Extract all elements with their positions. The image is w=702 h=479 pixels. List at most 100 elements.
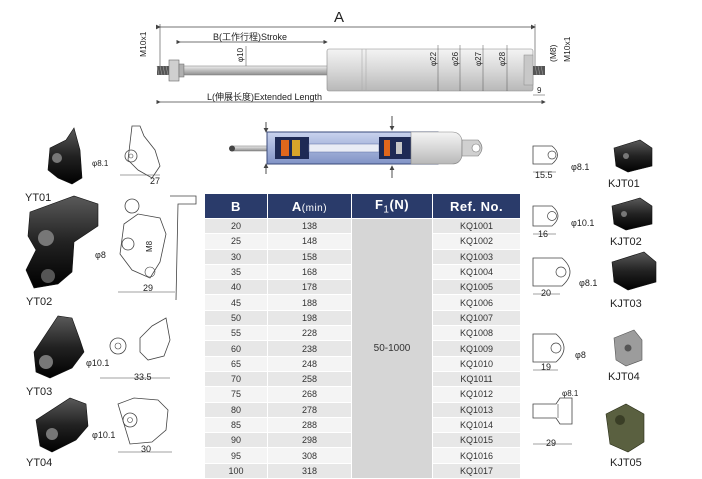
- dimension-l-extended-label: L(伸展长度)Extended Length: [207, 91, 322, 102]
- part-kjt03: 20 φ8.1 KJT03: [532, 251, 657, 310]
- cell-ref: KQ1010: [432, 355, 521, 372]
- part-yt04: YT04 φ10.1 30: [26, 397, 172, 469]
- yt02-photo: [25, 195, 99, 289]
- cell-ref: KQ1013: [432, 401, 521, 418]
- cell-force-range: 50-1000: [351, 217, 433, 479]
- kjt03-dim2: 20: [541, 288, 551, 298]
- cell-a: 298: [267, 432, 352, 449]
- yt01-dim1: φ8.1: [92, 159, 109, 168]
- cell-ref: KQ1017: [432, 462, 521, 479]
- part-yt02: YT02 M8 φ8 29: [25, 195, 197, 308]
- cell-ref: KQ1015: [432, 432, 521, 449]
- cell-a: 258: [267, 370, 352, 388]
- cell-a: 268: [267, 386, 352, 403]
- cell-ref: KQ1008: [432, 325, 521, 342]
- part-kjt01: 15.5 φ8.1 KJT01: [532, 139, 653, 190]
- cell-a: 158: [267, 248, 352, 265]
- dia-27-label: φ27: [474, 51, 483, 66]
- cell-b: 50: [204, 309, 268, 327]
- cell-a: 148: [267, 233, 352, 250]
- piston-rod: [183, 65, 330, 76]
- yt01-dim2: 27: [150, 176, 160, 186]
- thread-right-label: M10x1: [562, 36, 572, 62]
- cell-ref: KQ1016: [432, 447, 521, 464]
- header-b: B: [204, 193, 268, 219]
- cell-ref: KQ1014: [432, 416, 521, 434]
- cell-b: 45: [204, 294, 268, 311]
- kjt05-dim2: 29: [546, 438, 556, 448]
- kjt02-dim1: φ10.1: [571, 218, 594, 228]
- yt02-dim1: φ8: [95, 250, 106, 260]
- kjt03-photo: [611, 251, 657, 291]
- cell-b: 80: [204, 401, 268, 418]
- cell-b: 55: [204, 325, 268, 342]
- yt04-dim2: 30: [141, 444, 151, 454]
- yt02-dim3: M8: [145, 240, 154, 252]
- cutaway-illustration: [229, 116, 483, 178]
- cell-b: 40: [204, 279, 268, 296]
- kjt01-photo: [613, 139, 653, 173]
- yt01-label: YT01: [25, 192, 51, 204]
- cell-b: 85: [204, 416, 268, 434]
- cell-b: 60: [204, 340, 268, 357]
- kjt05-label: KJT05: [610, 457, 642, 469]
- cell-a: 188: [267, 294, 352, 311]
- cell-b: 70: [204, 370, 268, 388]
- yt04-label: YT04: [26, 457, 52, 469]
- cell-a: 318: [267, 462, 352, 479]
- cell-a: 198: [267, 309, 352, 327]
- dia-22-label: φ22: [429, 51, 438, 66]
- kjt01-dim2: 15.5: [535, 170, 553, 180]
- yt02-label: YT02: [26, 296, 52, 308]
- cell-ref: KQ1003: [432, 248, 521, 265]
- yt03-photo: [33, 315, 85, 379]
- thread-left-label: M10x1: [138, 31, 148, 57]
- gas-spring-dimension-drawing: A B(工作行程)Stroke M10x1 φ10 φ22 φ26 φ27 φ2…: [138, 9, 572, 105]
- cell-b: 90: [204, 432, 268, 449]
- dia-26-label: φ26: [451, 51, 460, 66]
- cell-b: 25: [204, 233, 268, 250]
- header-f: F1(N): [351, 193, 433, 219]
- cell-a: 138: [267, 217, 352, 235]
- cell-a: 178: [267, 279, 352, 296]
- cell-ref: KQ1009: [432, 340, 521, 357]
- kjt03-dim1: φ8.1: [579, 278, 597, 288]
- yt03-dim2: 33.5: [134, 372, 152, 382]
- cell-b: 30: [204, 248, 268, 265]
- cell-a: 288: [267, 416, 352, 434]
- cell-a: 228: [267, 325, 352, 342]
- cell-b: 100: [204, 462, 268, 479]
- cell-ref: KQ1002: [432, 233, 521, 250]
- yt04-photo: [35, 397, 89, 453]
- kjt02-dim2: 16: [538, 229, 548, 239]
- yt04-dim1: φ10.1: [92, 430, 115, 440]
- part-yt01: YT01 φ8.1 27: [25, 125, 161, 204]
- kjt04-dim1: φ8: [575, 350, 586, 360]
- rod-diameter-label: φ10: [236, 47, 245, 62]
- dimension-b-stroke-label: B(工作行程)Stroke: [213, 31, 287, 42]
- cell-ref: KQ1004: [432, 263, 521, 281]
- thread-right-alt-label: (M8): [548, 44, 558, 62]
- kjt03-label: KJT03: [610, 298, 642, 310]
- end-length-label: 9: [537, 86, 542, 95]
- cell-ref: KQ1012: [432, 386, 521, 403]
- dimension-a-label: A: [334, 9, 344, 26]
- dia-28-label: φ28: [498, 51, 507, 66]
- cell-a: 278: [267, 401, 352, 418]
- kjt04-dim2: 19: [541, 362, 551, 372]
- part-kjt02: 16 φ10.1 KJT02: [532, 197, 653, 248]
- header-a: A(min): [267, 193, 352, 219]
